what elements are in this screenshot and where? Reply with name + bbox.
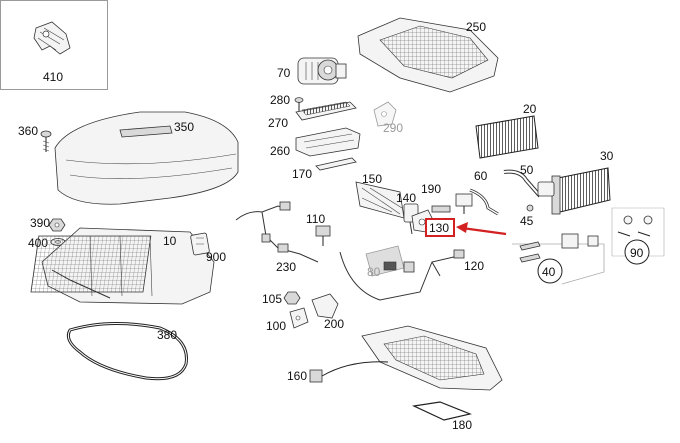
nut-part-390[interactable] — [48, 218, 66, 232]
inset-box-410: 410 — [0, 0, 108, 90]
callout-170: 170 — [292, 167, 312, 181]
callout-circle-40: 40 — [537, 258, 563, 284]
housing-cover-part-350[interactable] — [54, 111, 239, 205]
callout-190: 190 — [421, 182, 441, 196]
callout-10: 10 — [163, 234, 177, 248]
bracket-part-290[interactable] — [373, 101, 397, 127]
bracket-part-100[interactable] — [289, 307, 309, 329]
callout-230: 230 — [276, 260, 296, 274]
callout-140: 140 — [396, 191, 416, 205]
filter-part-20[interactable] — [475, 115, 539, 159]
connector-part-110[interactable] — [315, 225, 331, 246]
callout-410: 410 — [43, 70, 63, 84]
seal-part-380[interactable] — [66, 322, 188, 381]
heat-exchanger-part-30[interactable] — [551, 167, 611, 215]
callout-380: 380 — [157, 328, 177, 342]
callout-280: 280 — [270, 93, 290, 107]
callout-160: 160 — [287, 369, 307, 383]
highlight-callout-130[interactable]: 130 — [425, 218, 455, 237]
highlight-arrow — [456, 222, 507, 236]
callout-100: 100 — [266, 319, 286, 333]
callout-390: 390 — [30, 216, 50, 230]
callout-40: 40 — [542, 265, 556, 279]
callout-150: 150 — [362, 172, 382, 186]
callout-350: 350 — [174, 120, 194, 134]
base-housing-assembly-part-10[interactable] — [30, 227, 215, 305]
seal-strip-part-170[interactable] — [315, 157, 357, 171]
seal-frame-part-180[interactable] — [411, 401, 473, 421]
callout-90: 90 — [630, 246, 644, 260]
callout-900: 900 — [206, 250, 226, 264]
callout-270: 270 — [268, 116, 288, 130]
valve-kit-part-40[interactable] — [512, 233, 605, 285]
callout-20: 20 — [523, 102, 537, 116]
fastener-part-105[interactable] — [283, 291, 301, 305]
callout-30: 30 — [600, 149, 614, 163]
callout-200: 200 — [324, 317, 344, 331]
callout-360: 360 — [18, 124, 38, 138]
callout-290: 290 — [383, 121, 403, 135]
sensor-part-190[interactable] — [455, 193, 473, 214]
kit-part-90[interactable] — [611, 207, 665, 257]
screw-part-280[interactable] — [294, 97, 304, 112]
harness-part-120[interactable] — [339, 249, 465, 301]
callout-110: 110 — [306, 212, 325, 226]
callout-250: 250 — [466, 20, 486, 34]
callout-45: 45 — [520, 214, 534, 228]
flap-housing-part-260[interactable] — [295, 127, 361, 157]
connector-clip-part-410[interactable] — [33, 21, 71, 55]
callout-120: 120 — [464, 259, 484, 273]
callout-180: 180 — [452, 418, 472, 432]
callout-circle-90: 90 — [624, 239, 650, 265]
callout-260: 260 — [270, 144, 290, 158]
callout-70: 70 — [277, 66, 291, 80]
callout-105: 105 — [262, 292, 282, 306]
pipe-part-50[interactable] — [503, 169, 542, 198]
lower-housing-part-180[interactable] — [361, 325, 503, 391]
callout-50: 50 — [520, 163, 534, 177]
callout-80: 80 — [367, 265, 381, 279]
part-160[interactable] — [309, 361, 389, 383]
upper-housing-part-250[interactable] — [357, 17, 499, 93]
bracket-part-200[interactable] — [311, 293, 339, 319]
pipe-part-60[interactable] — [469, 188, 499, 216]
screw-part-360[interactable] — [40, 130, 52, 152]
valve-part-45[interactable] — [526, 181, 555, 212]
connector-part-900[interactable] — [190, 232, 210, 256]
wiring-harness-part-230[interactable] — [235, 201, 319, 263]
callout-60: 60 — [474, 169, 488, 183]
blower-motor-part-70[interactable] — [297, 57, 347, 85]
callout-130: 130 — [429, 221, 449, 235]
frame-part-270[interactable] — [295, 101, 357, 121]
